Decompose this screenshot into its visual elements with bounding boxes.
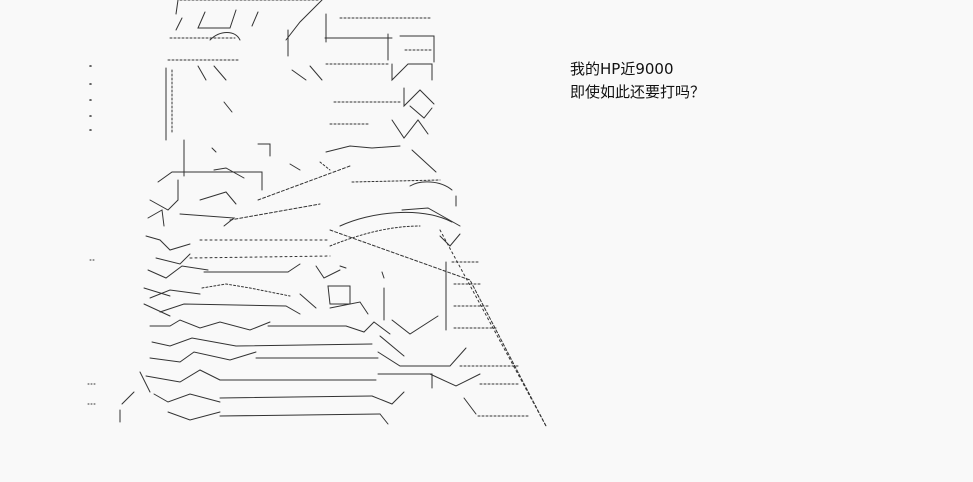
collar <box>149 199 179 211</box>
edge-dot <box>87 259 97 405</box>
hem <box>139 371 151 393</box>
face-jaw <box>213 167 245 179</box>
shoulder <box>147 209 165 227</box>
hair-right <box>403 87 435 108</box>
arm <box>401 207 461 227</box>
armor-plate <box>149 319 271 331</box>
hair-strand <box>175 0 179 15</box>
chest <box>381 271 385 279</box>
armor-plate <box>377 373 433 389</box>
hem <box>121 391 135 405</box>
armor-plate <box>329 301 369 315</box>
hair-right <box>391 119 429 139</box>
collar <box>157 171 263 191</box>
armor-plate <box>145 369 221 383</box>
eye-brow <box>223 101 233 113</box>
arm <box>339 212 453 227</box>
chest <box>287 263 301 273</box>
dialogue-line-1: 我的HP近9000 <box>570 60 674 78</box>
hem <box>219 395 373 399</box>
chest <box>155 253 191 265</box>
hem <box>219 413 381 417</box>
collar <box>351 179 441 183</box>
eye-right <box>291 65 323 81</box>
neck <box>411 149 437 173</box>
shoulder <box>179 213 236 227</box>
hem <box>371 391 405 405</box>
sword-blade <box>329 229 547 427</box>
hair-strand <box>285 0 323 41</box>
chest <box>147 265 209 279</box>
hair-strand <box>175 17 183 31</box>
sword-blade <box>439 229 547 427</box>
armor-plate <box>373 321 391 335</box>
hair-strand <box>197 9 237 29</box>
dialogue-text: 我的HP近9000 即使如此还要打吗？ <box>570 58 705 104</box>
eye-left <box>197 65 227 81</box>
neck <box>319 161 331 171</box>
chest <box>315 265 341 279</box>
armor-plate <box>149 351 257 363</box>
collar <box>409 181 453 191</box>
neck <box>325 145 401 153</box>
hem <box>463 397 477 415</box>
armor-plate <box>377 347 467 367</box>
armor-plate <box>151 337 237 347</box>
armor-plate <box>391 315 439 335</box>
hem <box>379 413 389 425</box>
chest <box>339 265 347 269</box>
armor-plate <box>201 283 291 297</box>
arm <box>329 225 421 247</box>
hair-right <box>391 63 433 82</box>
hem <box>167 411 221 421</box>
hem <box>153 393 221 403</box>
arm-band <box>229 203 321 221</box>
face-line <box>211 147 217 153</box>
armor-plate <box>429 373 481 387</box>
armor-plate <box>159 303 301 315</box>
hair-strand <box>399 35 435 63</box>
armor-plate <box>345 321 375 333</box>
edge-dot <box>89 65 92 131</box>
hair-strand <box>251 11 259 27</box>
mouth <box>257 143 271 157</box>
hair-right <box>409 105 433 119</box>
armor-plate <box>327 285 351 305</box>
chest <box>145 235 191 251</box>
dialogue-line-2: 即使如此还要打吗？ <box>570 83 706 101</box>
collar <box>199 191 237 205</box>
armor-plate <box>299 293 317 309</box>
chest <box>189 255 331 259</box>
hair-strand <box>209 32 241 41</box>
armor-plate <box>149 289 201 299</box>
armor-plate <box>143 303 171 317</box>
armor-plate <box>235 343 373 347</box>
armor-plate <box>379 335 405 357</box>
collar <box>257 165 351 201</box>
face-jaw <box>289 163 301 171</box>
arm <box>439 233 461 247</box>
armor-plate <box>143 287 171 297</box>
